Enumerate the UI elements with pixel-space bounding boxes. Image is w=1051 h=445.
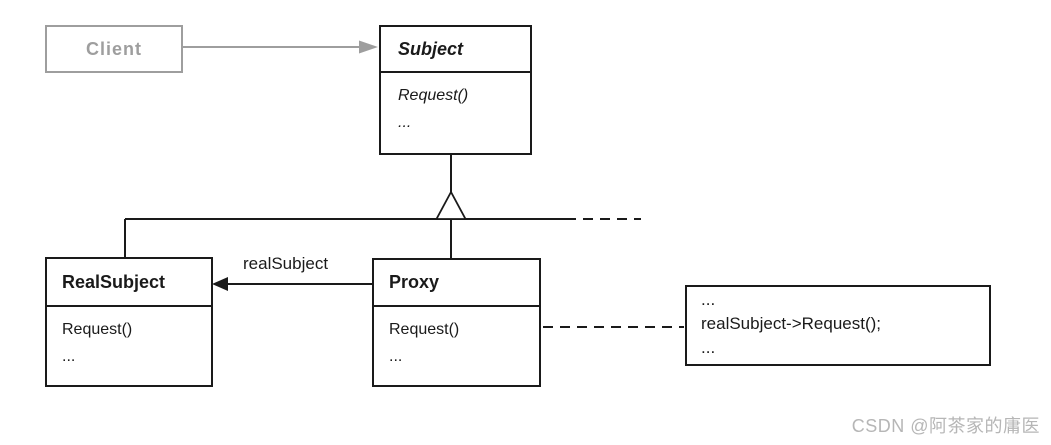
client-subject-arrowhead-icon	[359, 40, 378, 54]
class-title-realsubject: RealSubject	[47, 259, 211, 307]
watermark: CSDN @阿茶家的庸医	[851, 416, 1040, 436]
class-box-realsubject: RealSubject Request() ...	[45, 257, 213, 387]
method-line: Request()	[398, 87, 469, 104]
proxy-realsubject-arrowhead-icon	[212, 277, 228, 291]
method-line: ...	[398, 114, 412, 131]
class-title-proxy: Proxy	[374, 260, 539, 307]
class-body-proxy: Request() ...	[374, 307, 539, 367]
method-line: Request()	[62, 321, 133, 338]
class-body-realsubject: Request() ...	[47, 307, 211, 367]
note-line: ...	[701, 290, 716, 309]
class-title-subject: Subject	[381, 27, 530, 73]
method-line: ...	[62, 348, 76, 365]
class-box-proxy: Proxy Request() ...	[372, 258, 541, 387]
class-box-client: Client	[45, 25, 183, 73]
generalization-triangle-icon	[434, 190, 468, 220]
method-line: ...	[389, 348, 403, 365]
note-box: ... realSubject->Request(); ...	[685, 285, 991, 366]
method-line: Request()	[389, 321, 460, 338]
association-label-realsubject: realSubject	[243, 254, 329, 273]
note-line: ...	[701, 338, 716, 357]
class-title-client: Client	[85, 38, 142, 59]
class-body-subject: Request() ...	[381, 73, 530, 133]
class-box-subject: Subject Request() ...	[379, 25, 532, 155]
note-line: realSubject->Request();	[701, 314, 882, 333]
